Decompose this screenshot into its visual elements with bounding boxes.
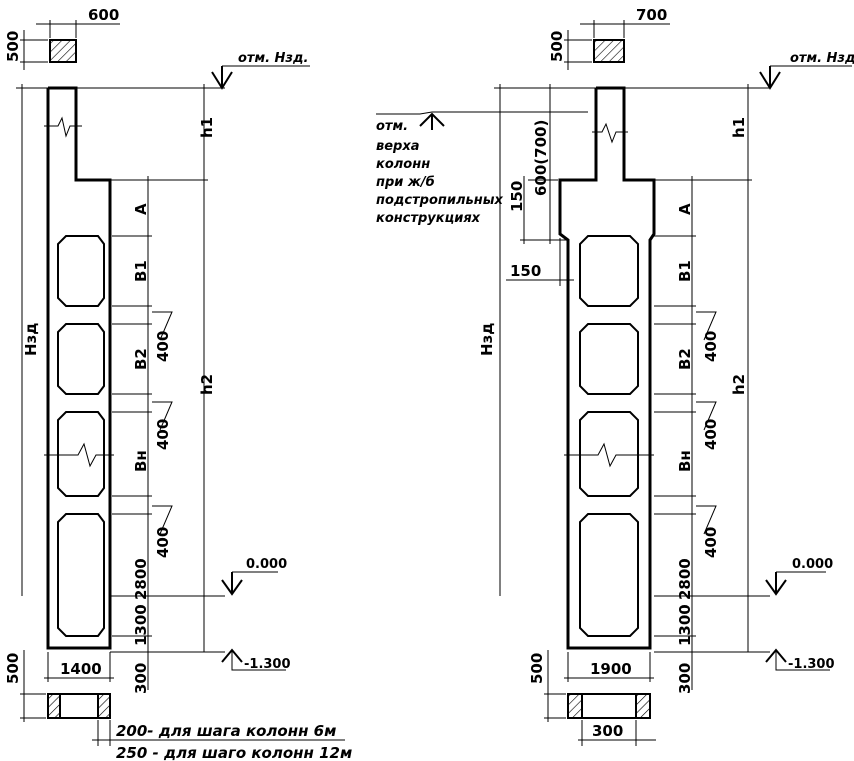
right-h1: h1 — [730, 117, 748, 138]
right-window-1 — [579, 235, 639, 307]
left-gap-1: 400 — [154, 331, 172, 362]
left-bottom-height: 500 — [4, 653, 22, 684]
left-dim-B1: В1 — [132, 260, 150, 282]
right-dim-300: 300 — [676, 663, 694, 694]
right-h2: h2 — [730, 374, 748, 395]
left-level-top: отм. Нзд. — [238, 51, 308, 66]
left-column: 600 500 отм. Нзд. Нзд h1 h2 — [4, 6, 352, 761]
right-column: 700 500 отм. Нзд. Нзд h1 h2 — [376, 6, 854, 746]
left-dim-1300: 1300 — [132, 604, 150, 646]
right-note-line-6: конструкциях — [376, 211, 481, 226]
right-note-line-3: колонн — [376, 157, 430, 172]
right-bottom-height: 500 — [528, 653, 546, 684]
right-note-line-2: верха — [376, 139, 420, 154]
right-dim-B1: В1 — [676, 260, 694, 282]
right-dim-150-horizontal: 150 — [510, 262, 541, 280]
left-note-2: 250 - для шаго колонн 12м — [116, 744, 352, 761]
left-gap-3: 400 — [154, 527, 172, 558]
left-level-zero: 0.000 — [246, 557, 287, 572]
right-gap-3: 400 — [702, 527, 720, 558]
right-top-height: 500 — [548, 31, 566, 62]
right-dim-1300: 1300 — [676, 604, 694, 646]
left-window-1 — [57, 235, 105, 307]
left-window-4 — [57, 513, 105, 637]
left-dim-A: А — [132, 203, 150, 215]
right-window-3 — [579, 411, 639, 497]
right-top-section — [593, 39, 625, 63]
right-gap-1: 400 — [702, 331, 720, 362]
left-dim-2800: 2800 — [132, 558, 150, 600]
left-h2: h2 — [198, 374, 216, 395]
left-top-height: 500 — [4, 31, 22, 62]
right-level-zero: 0.000 — [792, 557, 833, 572]
left-level-bottom: -1.300 — [244, 657, 291, 672]
right-level-top: отм. Нзд. — [790, 51, 854, 66]
right-top-width: 700 — [636, 6, 667, 24]
right-note-line-4: при ж/б — [376, 175, 435, 190]
left-dim-Bn: Вн — [132, 450, 150, 472]
right-dim-A: А — [676, 203, 694, 215]
left-top-section — [49, 39, 77, 63]
left-h1: h1 — [198, 117, 216, 138]
left-note-1: 200- для шага колонн 6м — [116, 722, 336, 740]
right-total-height: Нзд — [478, 323, 496, 356]
right-level-bottom: -1.300 — [788, 657, 835, 672]
right-gap-2: 400 — [702, 419, 720, 450]
right-dim-2800: 2800 — [676, 558, 694, 600]
left-dim-300: 300 — [132, 663, 150, 694]
left-top-width: 600 — [88, 6, 119, 24]
right-note-line-5: подстропильных — [376, 193, 503, 208]
right-note-line-1: отм. — [376, 119, 408, 134]
left-total-height: Нзд — [22, 323, 40, 356]
left-dim-B2: В2 — [132, 348, 150, 370]
left-gap-2: 400 — [154, 419, 172, 450]
right-dim-150-vertical: 150 — [508, 181, 526, 212]
right-window-4 — [579, 513, 639, 637]
right-column-outline — [558, 86, 656, 650]
right-dim-600-700: 600(700) — [532, 120, 550, 196]
right-dim-B2: В2 — [676, 348, 694, 370]
left-bottom-width: 1400 — [60, 660, 102, 678]
right-dim-Bn: Вн — [676, 450, 694, 472]
right-window-2 — [579, 323, 639, 395]
right-bottom-width: 1900 — [590, 660, 632, 678]
left-window-2 — [57, 323, 105, 395]
left-window-3 — [57, 411, 105, 497]
right-bottom-inner: 300 — [592, 722, 623, 740]
